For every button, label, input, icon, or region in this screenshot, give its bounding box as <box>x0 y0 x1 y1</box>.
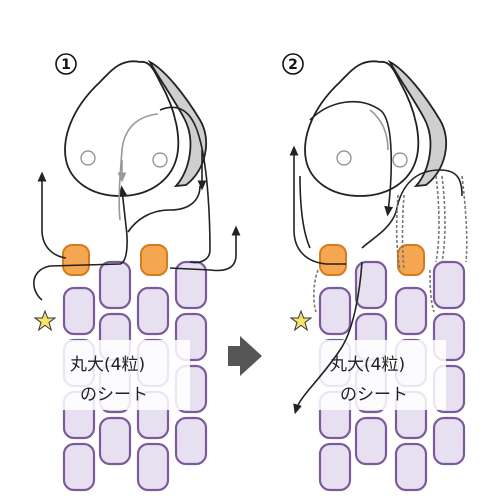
star-icon <box>33 309 57 332</box>
step-1-number: 1 <box>61 57 71 73</box>
step-1-label-line1: 丸大(4粒) <box>70 355 145 375</box>
step-1-number-badge: 1 <box>55 53 77 75</box>
orange-bead-right-2 <box>397 244 425 276</box>
step-2-label-line2: のシート <box>340 385 408 405</box>
step-1-panel: 1 丸大(4粒) <box>33 53 241 492</box>
seed-bead-sheet-2 <box>316 260 466 492</box>
step-1-label-line2: のシート <box>80 385 148 405</box>
step-2-number-badge: 2 <box>282 53 304 75</box>
orange-bead-right <box>140 244 168 276</box>
drop-bead-2 <box>304 59 448 197</box>
drop-bead <box>64 59 208 197</box>
star-icon-2 <box>289 309 313 332</box>
step-2-panel: 2 丸大(4粒) の <box>282 53 468 492</box>
seed-bead-sheet <box>60 260 208 492</box>
thread-path-2 <box>289 100 468 415</box>
orange-bead-left-2 <box>319 244 347 276</box>
right-arrow-icon <box>228 336 262 376</box>
orange-bead-left <box>62 244 90 276</box>
step-2-label-line1: 丸大(4粒) <box>330 355 405 375</box>
thread-path <box>33 106 241 301</box>
step-2-number: 2 <box>288 57 298 73</box>
